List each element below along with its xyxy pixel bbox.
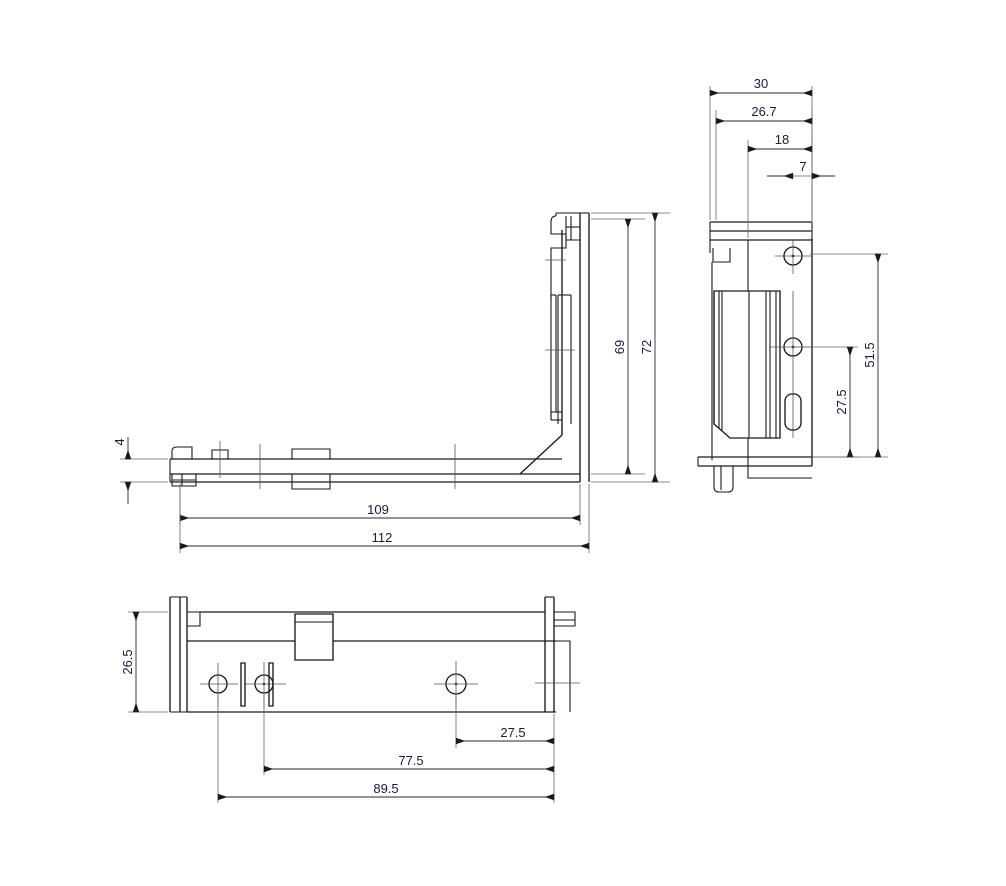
hole-front-upper [775,240,812,274]
dim-label-109: 109 [367,502,389,517]
dim-label-7: 7 [799,159,806,174]
dim-label-18: 18 [775,132,789,147]
side-horizontal-arm [169,441,580,490]
front-foot [697,456,812,493]
bottom-view-dimensions: 26.5 27.5 77.5 89.5 [120,611,555,803]
dim-label-72: 72 [639,340,654,354]
hole-bottom-middle [240,662,286,708]
dim-label-112: 112 [372,530,393,545]
dim-label-77-5: 77.5 [398,753,423,768]
dim-label-69: 69 [612,340,627,354]
bottom-view [169,596,580,713]
dim-label-89-5: 89.5 [373,781,398,796]
side-vertical-arm [519,212,590,482]
dim-label-4: 4 [112,438,127,445]
dim-label-51-5: 51.5 [862,342,877,367]
dim-label-30: 30 [754,76,768,91]
ribbed-block-front [713,290,781,439]
side-view-dimensions: 4 69 72 109 112 [112,212,670,553]
boss-bottom [294,613,334,661]
dim-label-26-7: 26.7 [751,104,776,119]
front-view-dimensions: 30 26.7 18 7 51.5 27.5 [709,76,888,458]
dim-label-26-5: 26.5 [120,649,135,674]
slot-front [784,393,802,431]
dim-label-27-5-front: 27.5 [834,389,849,414]
dim-label-27-5-bottom: 27.5 [500,725,525,740]
front-view [697,221,813,493]
side-view [169,212,590,490]
